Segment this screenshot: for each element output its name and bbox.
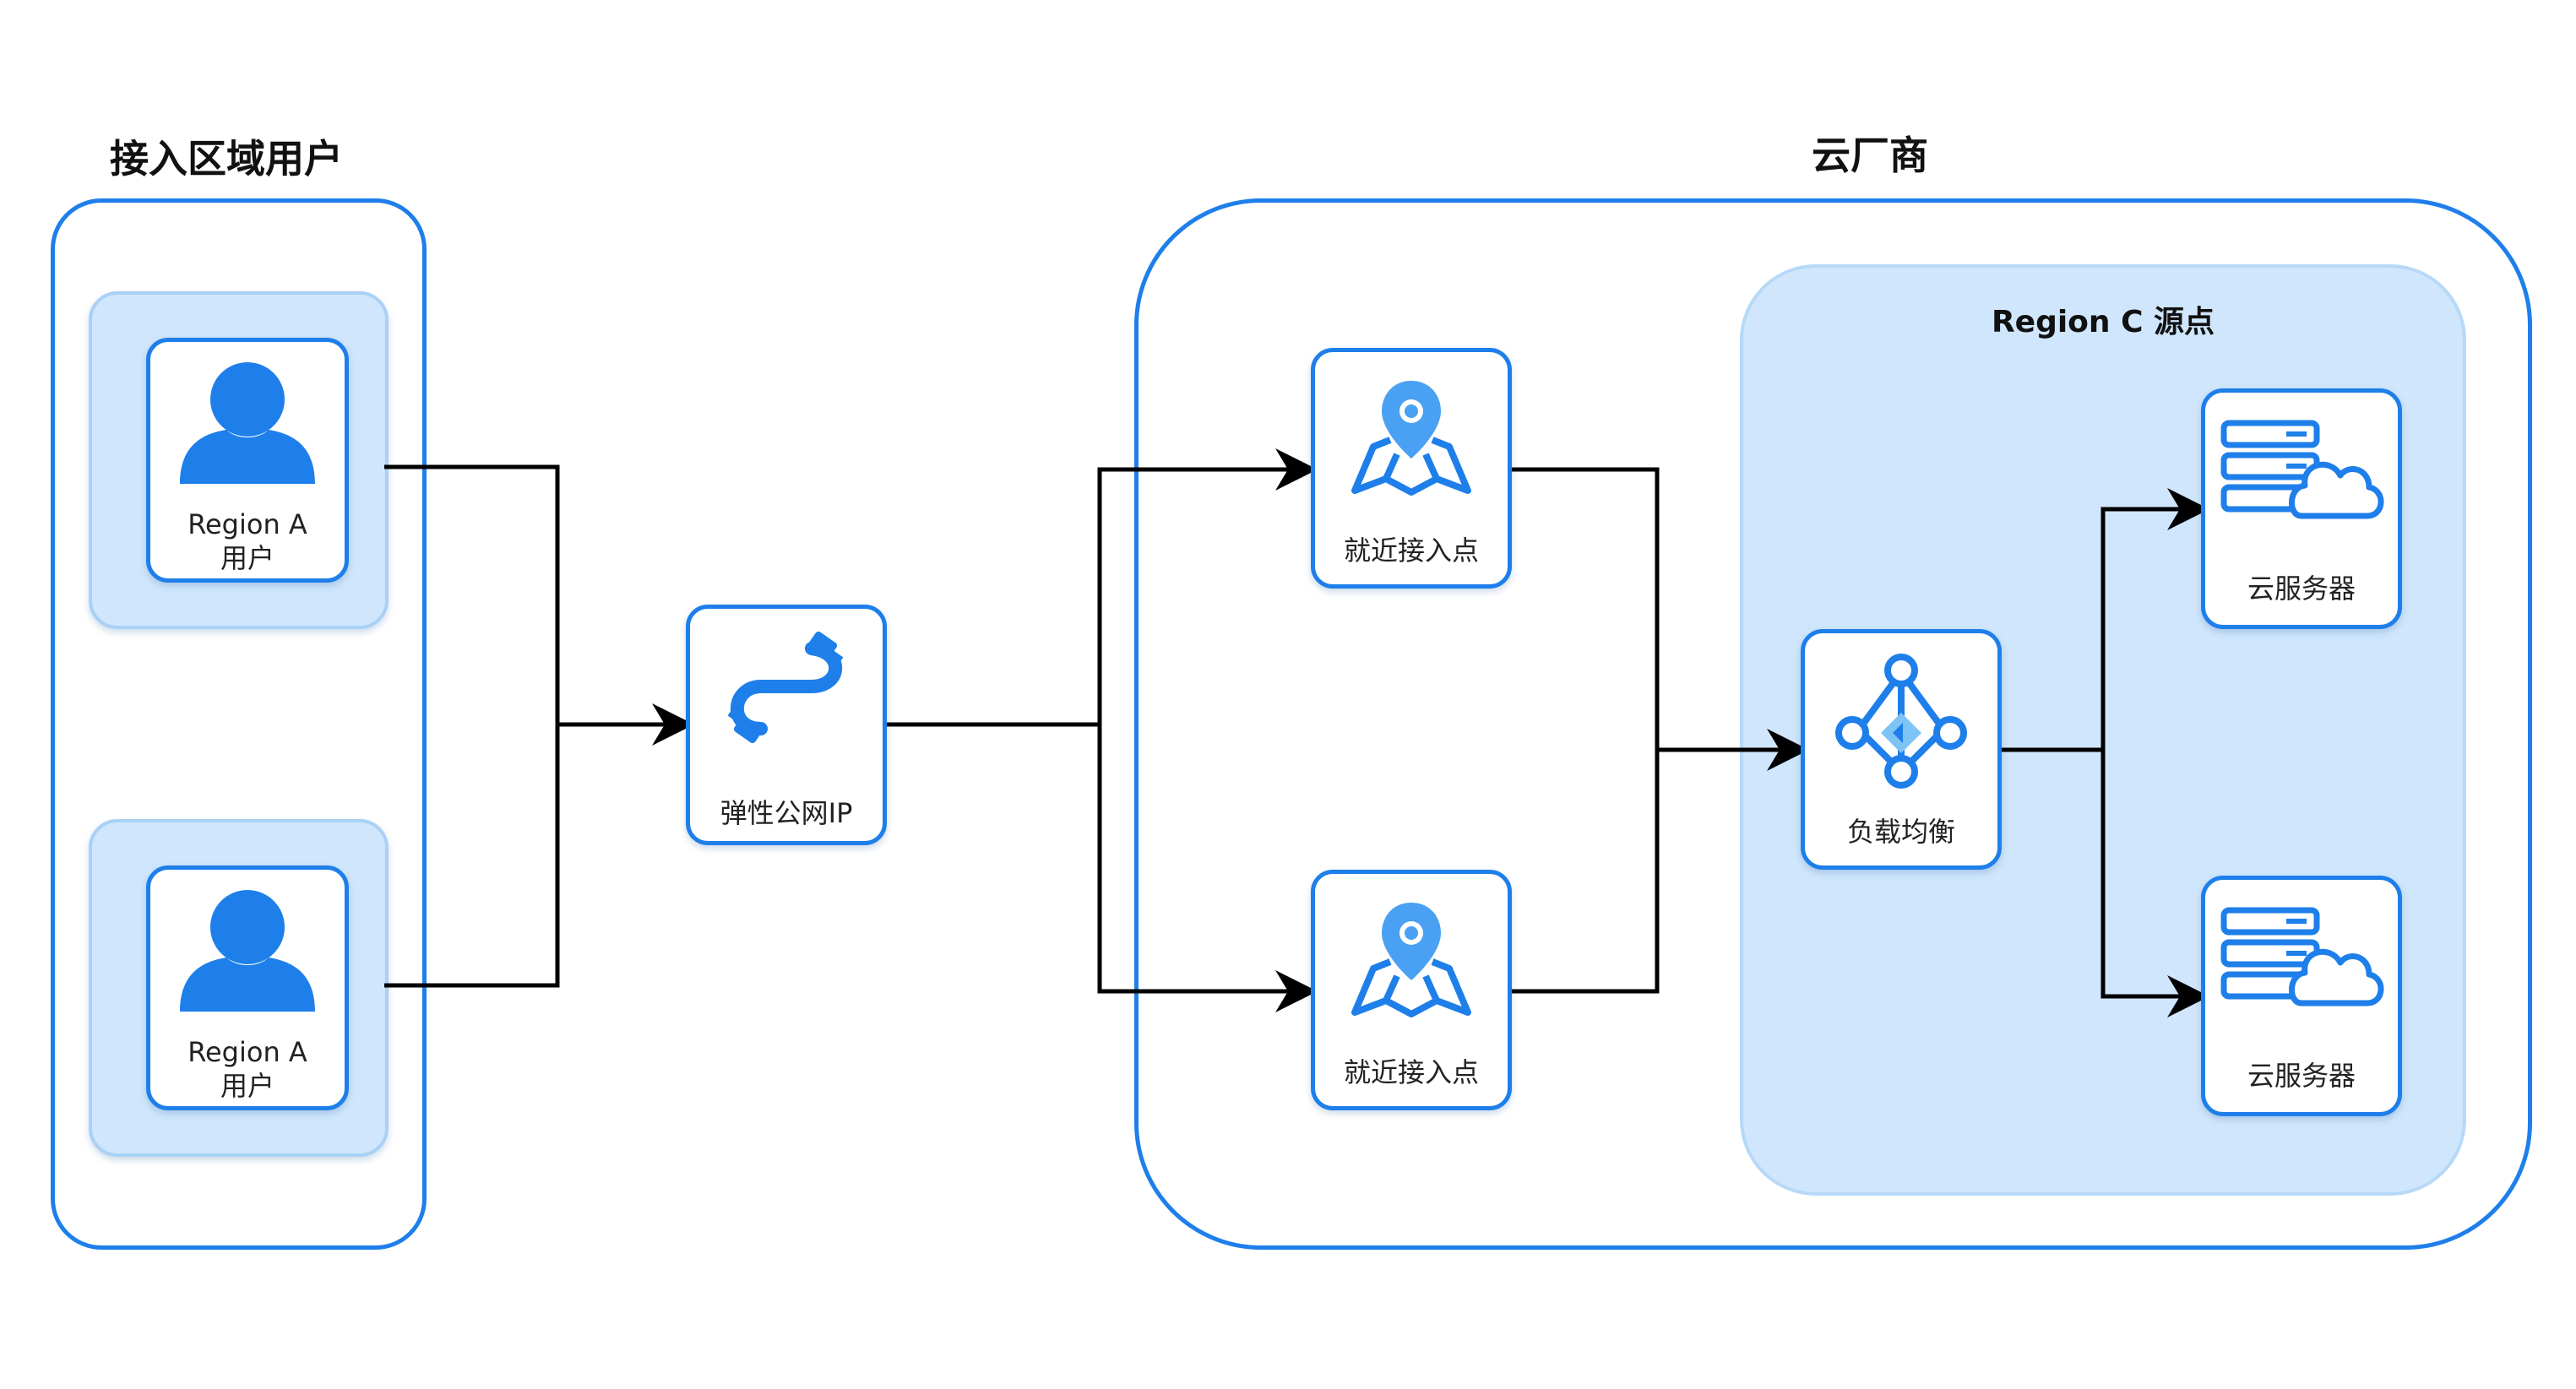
edge-user2-to-eip (384, 724, 560, 988)
access-point-label: 就近接入点 (1343, 1056, 1479, 1088)
load-balancer-icon (1805, 645, 1997, 789)
user-region-label: Region A (187, 1036, 307, 1068)
load-balancer-node[interactable]: 负载均衡 (1801, 629, 2002, 870)
users-group-title: 接入区域用户 (110, 136, 343, 182)
edge-lb-to-server2 (2100, 750, 2209, 1017)
access-point-2[interactable]: 就近接入点 (1311, 870, 1512, 1110)
cloud-server-2[interactable]: 云服务器 (2201, 876, 2402, 1116)
edge-lb-to-server1 (2002, 488, 2209, 752)
cloud-server-icon (2205, 903, 2398, 1013)
network-cable-icon (690, 627, 883, 762)
cloud-server-icon (2205, 416, 2398, 526)
edge-user1-to-eip (384, 464, 694, 746)
edge-eip-to-access1 (887, 448, 1318, 727)
load-balancer-label: 负载均衡 (1846, 816, 1955, 848)
access-point-1[interactable]: 就近接入点 (1311, 348, 1512, 589)
edge-access1-to-lb (1512, 467, 1809, 771)
access-point-label: 就近接入点 (1343, 534, 1479, 567)
cloud-server-label: 云服务器 (2247, 1060, 2356, 1092)
user-region-a-2[interactable]: Region A 用户 (146, 865, 349, 1110)
edge-eip-to-access2 (1097, 724, 1318, 1012)
elastic-ip-node[interactable]: 弹性公网IP (686, 605, 887, 845)
cloud-server-1[interactable]: 云服务器 (2201, 388, 2402, 629)
user-region-label: Region A (187, 508, 307, 540)
cloud-group-title: 云厂商 (1812, 133, 1928, 178)
user-role-label: 用户 (220, 542, 274, 574)
cloud-server-label: 云服务器 (2247, 572, 2356, 605)
map-pin-icon (1315, 896, 1508, 1023)
edge-access2-to-lb (1512, 750, 1660, 994)
user-icon (150, 887, 345, 1013)
origin-region-title: Region C 源点 (1991, 305, 2215, 339)
user-region-a-1[interactable]: Region A 用户 (146, 338, 349, 583)
user-role-label: 用户 (220, 1070, 274, 1102)
user-icon (150, 359, 345, 486)
map-pin-icon (1315, 374, 1508, 501)
elastic-ip-label: 弹性公网IP (720, 797, 853, 829)
